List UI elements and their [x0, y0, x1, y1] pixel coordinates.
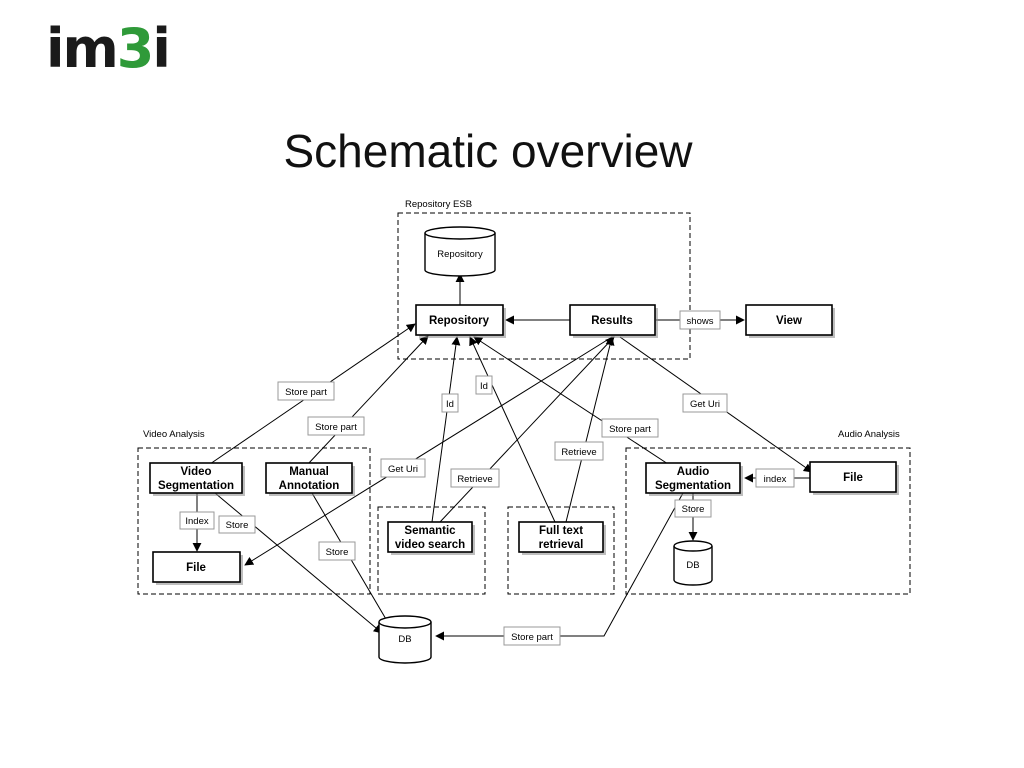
results-box-label: Results: [591, 315, 633, 327]
group-video-analysis: [137, 447, 371, 595]
svg-text:Id: Id: [446, 399, 454, 410]
semantic-video-search-label-2: video search: [395, 539, 465, 551]
svg-text:Retrieve: Retrieve: [561, 447, 596, 458]
semantic-video-search-label-1: Semantic: [404, 525, 456, 537]
svg-text:Store part: Store part: [511, 632, 553, 643]
video-file-box: File: [152, 551, 243, 585]
repository-store-label: Repository: [437, 249, 483, 260]
group-audio-analysis-label: Audio Analysis: [838, 429, 900, 440]
label-id-2: Id: [475, 375, 493, 395]
label-store-part-2: Store part: [307, 416, 365, 436]
group-full-text: [507, 506, 615, 595]
label-store-part-1: Store part: [277, 381, 335, 401]
group-video-analysis-label: Video Analysis: [143, 429, 205, 440]
label-store-part-3: Store part: [601, 418, 659, 438]
slide-title: Schematic overview: [283, 125, 693, 177]
label-retrieve-1: Retrieve: [554, 441, 604, 461]
svg-text:Index: Index: [185, 516, 208, 527]
label-shows: shows: [679, 310, 721, 330]
video-file-label: File: [186, 562, 206, 574]
audio-segmentation-label-2: Segmentation: [655, 480, 731, 492]
full-text-retrieval-box: Full text retrieval: [518, 521, 606, 555]
audio-db-store: DB: [673, 540, 713, 586]
full-text-retrieval-label-1: Full text: [539, 525, 583, 537]
manual-annotation-label-1: Manual: [289, 466, 329, 478]
main-db-label: DB: [398, 634, 411, 645]
edge-semantic-to-repo: [431, 336, 461, 523]
audio-file-box: File: [809, 461, 899, 495]
label-index-audio: index: [755, 468, 795, 488]
svg-text:Store part: Store part: [315, 422, 357, 433]
group-semantic-search: [377, 506, 486, 595]
repository-store: Repository: [424, 226, 496, 277]
label-store-part-db: Store part: [503, 626, 561, 646]
video-segmentation-label-1: Video: [180, 466, 211, 478]
svg-text:Store part: Store part: [609, 424, 651, 435]
svg-text:index: index: [764, 474, 787, 485]
repository-box: Repository: [415, 304, 506, 338]
video-segmentation-box: Video Segmentation: [149, 462, 245, 496]
edge-results-to-video-file: [244, 336, 613, 566]
semantic-video-search-box: Semantic video search: [387, 521, 475, 555]
main-db-store: DB: [378, 615, 432, 664]
manual-annotation-box: Manual Annotation: [265, 462, 355, 496]
edge-manual-to-repo: [307, 335, 429, 465]
audio-db-label: DB: [686, 560, 699, 571]
edge-audio-store-part-to-db: [435, 492, 684, 641]
group-repository-esb-label: Repository ESB: [405, 199, 472, 210]
label-retrieve-2: Retrieve: [450, 468, 500, 488]
full-text-retrieval-label-2: retrieval: [539, 539, 584, 551]
svg-text:Store: Store: [326, 547, 349, 558]
svg-text:Store part: Store part: [285, 387, 327, 398]
edge-fulltext-to-repo: [469, 336, 556, 523]
manual-annotation-label-2: Annotation: [279, 480, 340, 492]
group-repository-esb: [397, 212, 691, 360]
group-audio-analysis: [625, 447, 911, 595]
label-id-1: Id: [441, 393, 459, 413]
im3i-logo: im3i: [46, 17, 171, 80]
label-get-uri-1: Get Uri: [682, 393, 728, 413]
view-box-label: View: [776, 315, 802, 327]
edge-audio-seg-to-repo: [473, 336, 669, 465]
svg-text:Retrieve: Retrieve: [457, 474, 492, 485]
audio-file-label: File: [843, 472, 863, 484]
audio-segmentation-box: Audio Segmentation: [645, 462, 743, 496]
svg-text:Get Uri: Get Uri: [690, 399, 720, 410]
edge-semantic-to-results: [439, 336, 615, 523]
view-box: View: [745, 304, 835, 338]
svg-text:Store: Store: [226, 520, 249, 531]
svg-text:Id: Id: [480, 381, 488, 392]
label-store-manual: Store: [318, 541, 356, 561]
svg-text:Get Uri: Get Uri: [388, 464, 418, 475]
label-store-video: Store: [218, 515, 256, 534]
svg-text:shows: shows: [687, 316, 714, 327]
label-get-uri-2: Get Uri: [380, 458, 426, 478]
results-box: Results: [569, 304, 658, 338]
repository-box-label: Repository: [429, 315, 490, 327]
label-store-audio: Store: [674, 499, 712, 518]
label-index-video: Index: [179, 511, 215, 530]
audio-segmentation-label-1: Audio: [677, 466, 710, 478]
video-segmentation-label-2: Segmentation: [158, 480, 234, 492]
svg-text:Store: Store: [682, 504, 705, 515]
edge-fulltext-to-results: [565, 336, 615, 523]
